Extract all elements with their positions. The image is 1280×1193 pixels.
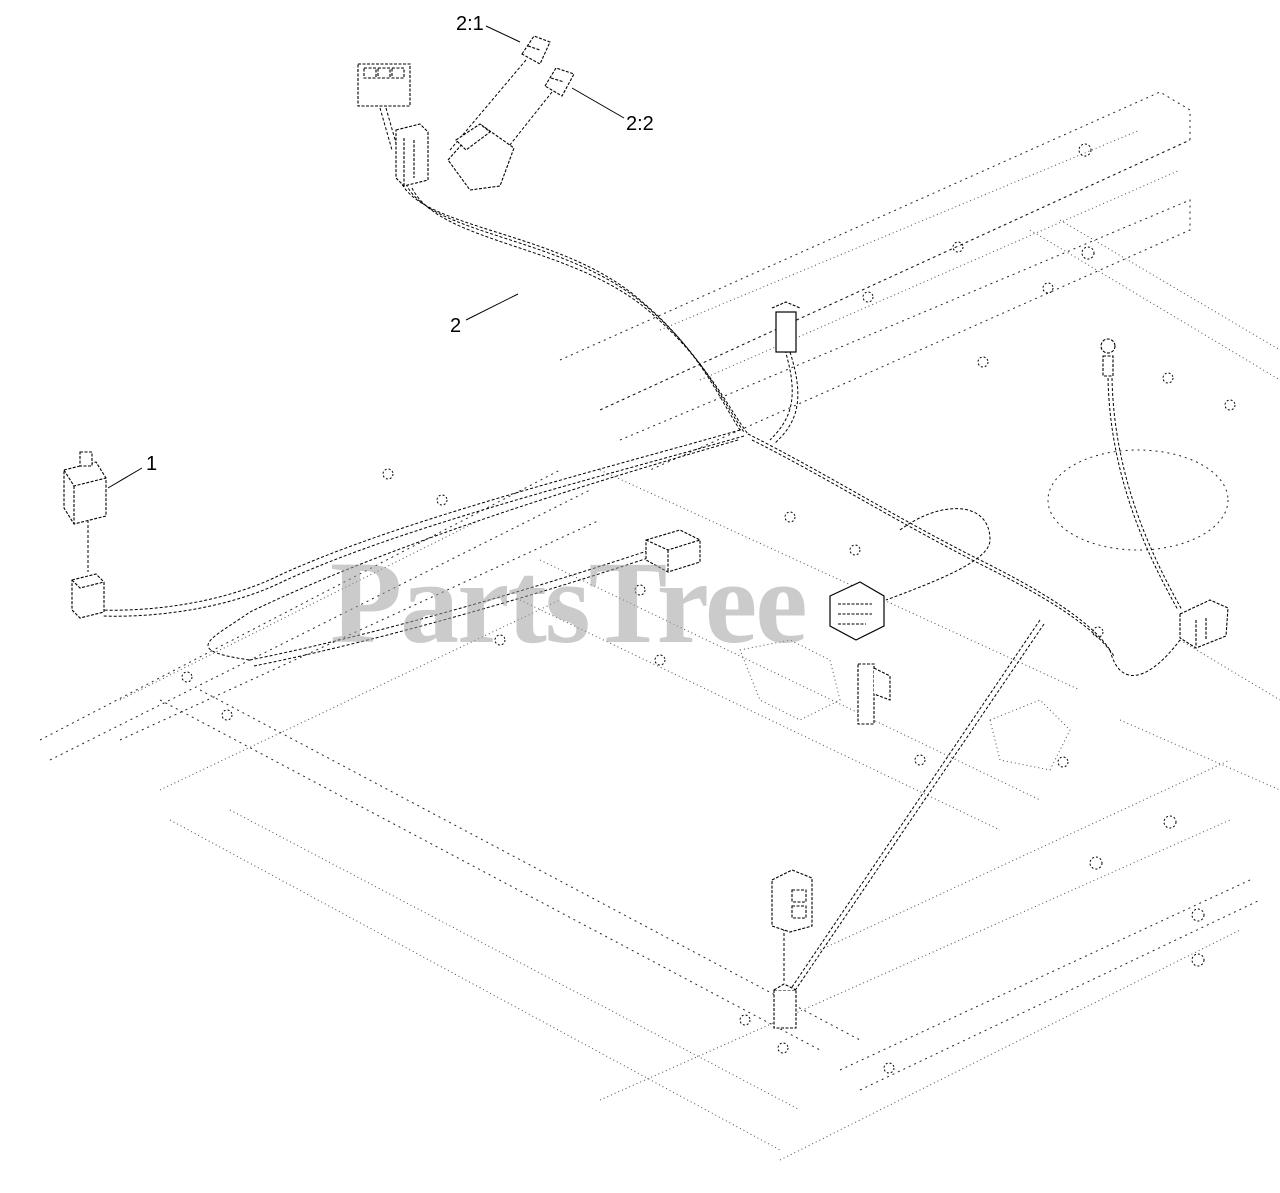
right-side-connector[interactable] (1179, 599, 1229, 649)
frame-holes (181, 143, 1236, 1074)
switch-module[interactable] (771, 869, 813, 933)
relay-socket[interactable] (71, 573, 105, 619)
leader-lines (107, 25, 625, 489)
callout-2-2[interactable]: 2:2 (626, 113, 654, 135)
callout-1[interactable]: 1 (146, 453, 158, 475)
frame-bracket-connector[interactable] (771, 301, 801, 353)
switch-socket[interactable] (773, 983, 797, 1029)
side-sensor[interactable] (857, 663, 891, 725)
harness-connector-block[interactable] (447, 123, 515, 191)
fuse-block-cover[interactable] (357, 63, 411, 107)
fuse-2-1[interactable] (521, 35, 551, 65)
fuse-holder[interactable] (395, 123, 429, 187)
relay[interactable] (63, 451, 107, 525)
center-connector-box[interactable] (645, 529, 701, 573)
multi-pin-connector[interactable] (829, 581, 885, 641)
callout-2[interactable]: 2 (450, 315, 462, 337)
ground-ring-terminal[interactable] (1100, 338, 1116, 377)
wiring-harness (87, 59, 1183, 993)
machine-frame (39, 91, 1280, 1161)
fuse-2-2[interactable] (544, 67, 575, 97)
callout-2-1[interactable]: 2:1 (456, 13, 484, 35)
